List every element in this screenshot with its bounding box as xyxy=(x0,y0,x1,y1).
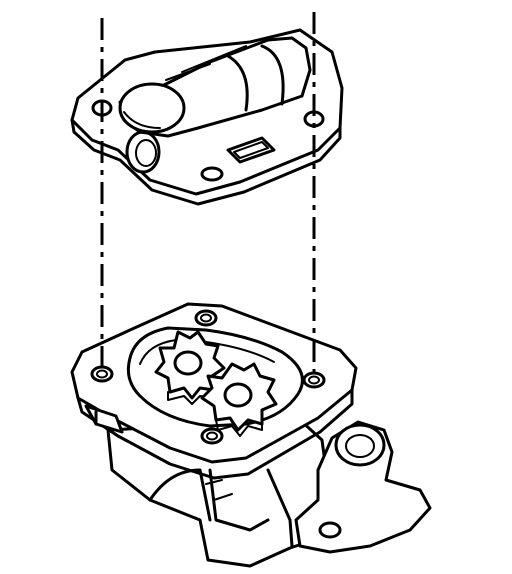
body-bolt-hole-right xyxy=(302,371,326,389)
cover-small-hole xyxy=(200,166,224,182)
body-bolt-hole-top xyxy=(194,309,218,327)
cover-slot xyxy=(226,136,276,164)
body-lower-casting xyxy=(106,418,332,568)
pump-cover xyxy=(70,28,344,206)
body-bolt-hole-left xyxy=(90,365,114,383)
pump-body xyxy=(70,302,432,568)
driven-gear-hub xyxy=(223,382,253,408)
body-outlet-port xyxy=(334,423,386,467)
relief-valve-end-cap xyxy=(118,82,186,134)
body-mount-hole xyxy=(318,521,342,539)
body-bolt-hole-bottom xyxy=(200,427,224,445)
drive-gear-hub xyxy=(173,350,203,376)
